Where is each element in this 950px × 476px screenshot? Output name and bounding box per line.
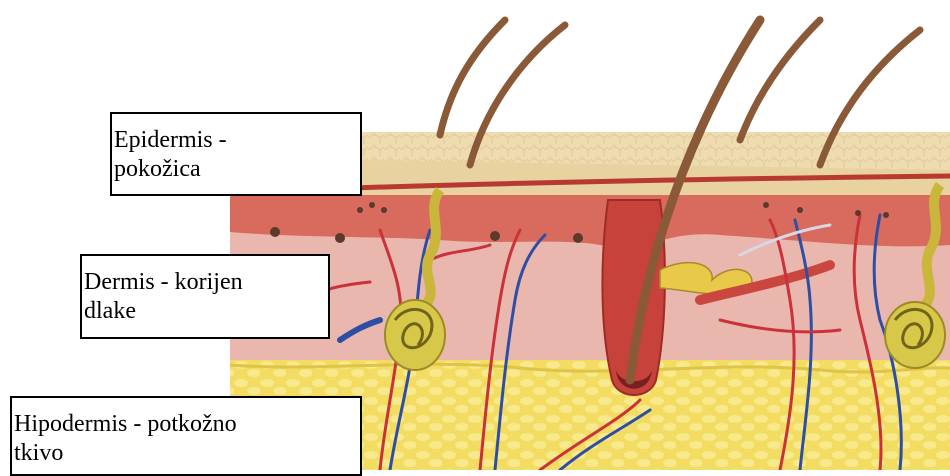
label-dermis-line1: Dermis - korijen bbox=[84, 268, 328, 297]
label-epidermis-line1: Epidermis - bbox=[114, 126, 360, 155]
label-hypodermis: Hipodermis - potkožno tkivo bbox=[10, 396, 362, 476]
hair-shaft bbox=[440, 20, 505, 135]
label-hypodermis-line1: Hipodermis - potkožno bbox=[14, 410, 360, 439]
label-dermis: Dermis - korijen dlake bbox=[80, 254, 330, 339]
label-dermis-line2: dlake bbox=[84, 297, 328, 326]
label-hypodermis-line2: tkivo bbox=[14, 439, 360, 468]
label-epidermis: Epidermis - pokožica bbox=[110, 112, 362, 196]
label-epidermis-line2: pokožica bbox=[114, 155, 360, 184]
